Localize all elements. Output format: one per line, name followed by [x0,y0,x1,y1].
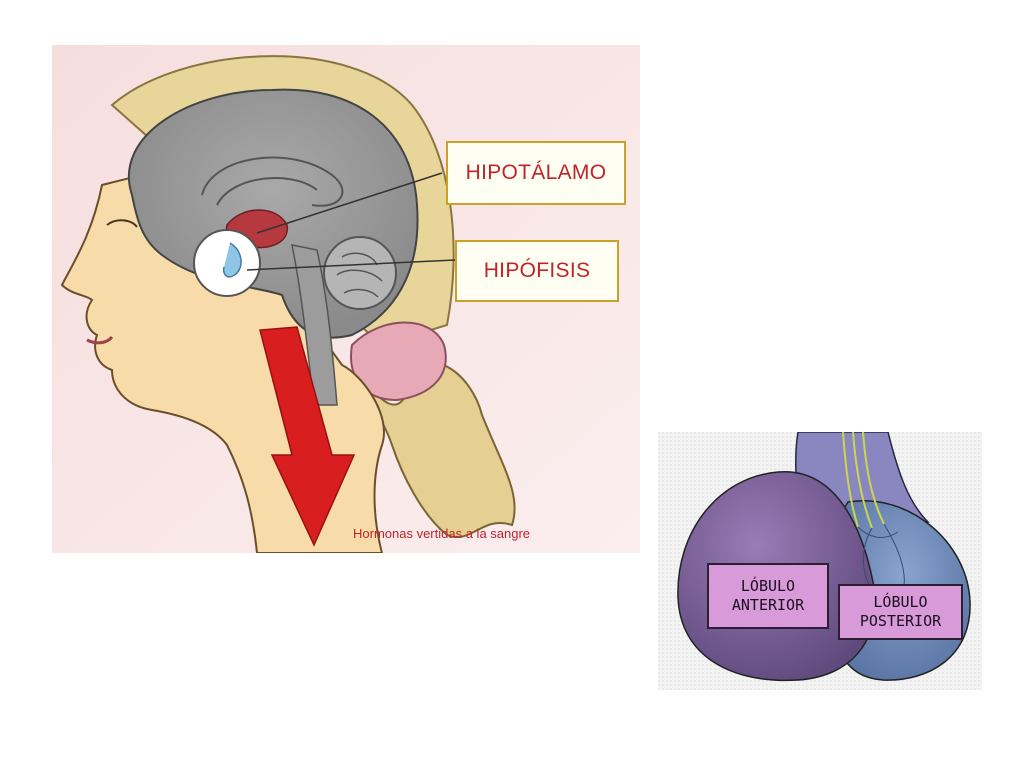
nerve-fibres [842,432,885,529]
brainstem [291,244,338,406]
posterior-lobe-label-line1: LÓBULO [873,593,928,611]
anterior-lobe-label-line2: ANTERIOR [731,596,805,614]
hormones-caption: Hormonas vertidas a la sangre [353,526,531,541]
hipotalamo-label: HIPOTÁLAMO [446,141,626,205]
hormone-arrow [259,326,356,547]
hipofisis-leader [246,259,456,271]
hipofisis-label: HIPÓFISIS [455,240,619,302]
anterior-lobe-label: LÓBULO ANTERIOR [707,563,829,629]
hipotalamo-leader [256,172,443,234]
pituitary-gland [222,242,242,278]
cerebellum [323,236,397,310]
pituitary-drawing [658,432,982,690]
eye [106,219,138,228]
posterior-lobe-label-line2: POSTERIOR [859,612,942,630]
mouth [86,335,114,345]
pituitary-illustration [658,432,982,690]
brain-structure [201,156,344,207]
posterior-lobe-label: LÓBULO POSTERIOR [838,584,963,640]
anterior-lobe-label-line1: LÓBULO [740,577,796,595]
